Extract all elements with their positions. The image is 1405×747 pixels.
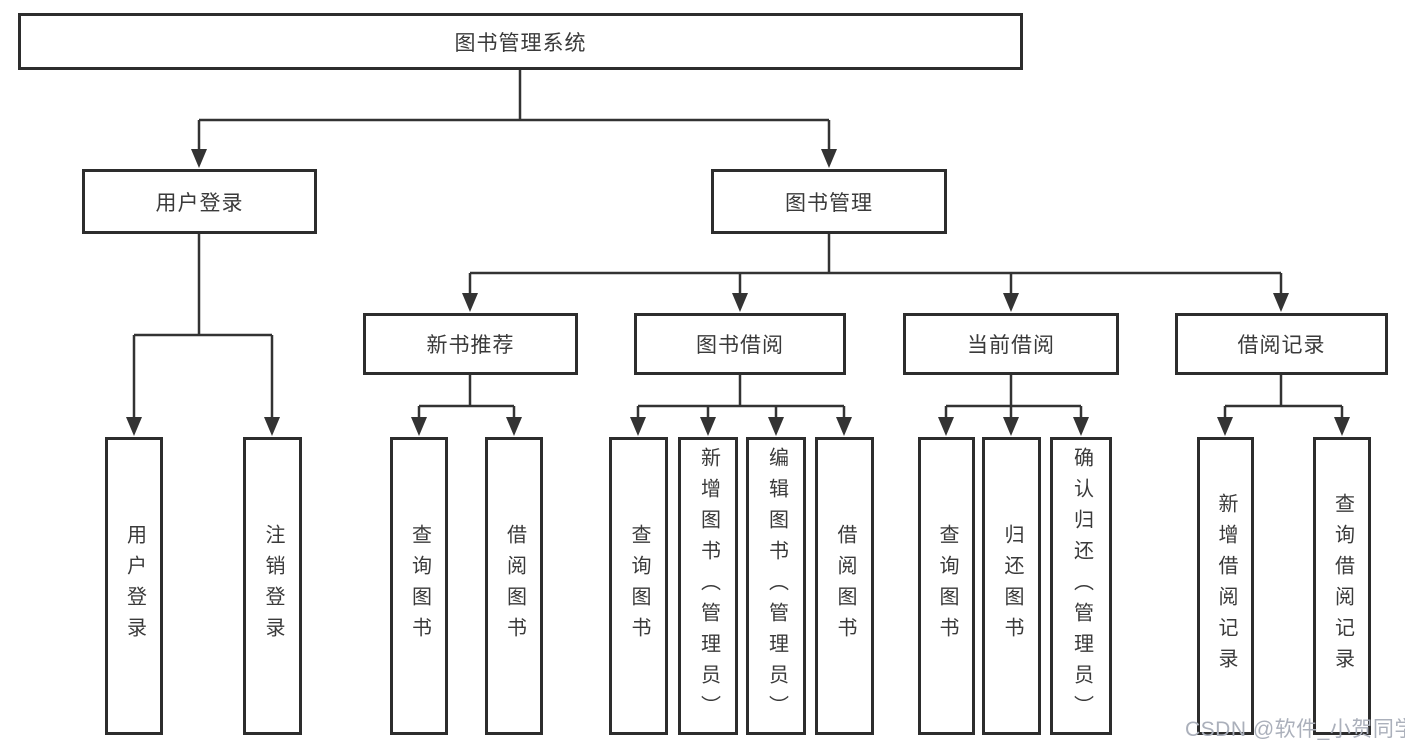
- node-user-login: 用户登录: [82, 169, 317, 234]
- leaf-add-borrow-record: 新增借阅记录: [1197, 437, 1254, 735]
- leaf-borrow-books-borrowing: 借阅图书: [815, 437, 874, 735]
- node-book-management: 图书管理: [711, 169, 947, 234]
- node-book-management-system: 图书管理系统: [18, 13, 1023, 70]
- leaf-query-borrow-record: 查询借阅记录: [1313, 437, 1371, 735]
- leaf-confirm-return-admin: 确认归还（管理员）: [1050, 437, 1112, 735]
- leaf-user-login-label: 用户登录: [123, 524, 146, 648]
- leaf-query-books-borrowing-label: 查询图书: [628, 524, 650, 648]
- leaf-query-books-recommend-label: 查询图书: [408, 524, 431, 648]
- node-current-borrowing: 当前借阅: [903, 313, 1119, 375]
- leaf-edit-books-admin: 编辑图书（管理员）: [746, 437, 806, 735]
- leaf-query-books-current-label: 查询图书: [936, 524, 958, 648]
- leaf-confirm-return-admin-label: 确认归还（管理员）: [1070, 446, 1093, 726]
- watermark: CSDN @软件_小贺同学: [1185, 718, 1405, 741]
- leaf-logout: 注销登录: [243, 437, 302, 735]
- leaf-add-books-admin-label: 新增图书（管理员）: [697, 446, 720, 726]
- leaf-borrow-books-recommend: 借阅图书: [485, 437, 543, 735]
- leaf-add-books-admin: 新增图书（管理员）: [678, 437, 738, 735]
- leaf-return-books: 归还图书: [982, 437, 1041, 735]
- node-borrowing-records: 借阅记录: [1175, 313, 1388, 375]
- leaf-query-books-recommend: 查询图书: [390, 437, 448, 735]
- leaf-user-login: 用户登录: [105, 437, 163, 735]
- node-book-borrowing: 图书借阅: [634, 313, 846, 375]
- node-new-book-recommendation: 新书推荐: [363, 313, 578, 375]
- leaf-query-borrow-record-label: 查询借阅记录: [1331, 493, 1354, 679]
- leaf-query-books-borrowing: 查询图书: [609, 437, 668, 735]
- leaf-logout-label: 注销登录: [262, 524, 284, 648]
- leaf-edit-books-admin-label: 编辑图书（管理员）: [765, 446, 788, 726]
- leaf-borrow-books-recommend-label: 借阅图书: [503, 524, 526, 648]
- leaf-return-books-label: 归还图书: [1001, 524, 1023, 648]
- leaf-borrow-books-borrowing-label: 借阅图书: [834, 524, 856, 648]
- leaf-add-borrow-record-label: 新增借阅记录: [1215, 493, 1237, 679]
- leaf-query-books-current: 查询图书: [918, 437, 975, 735]
